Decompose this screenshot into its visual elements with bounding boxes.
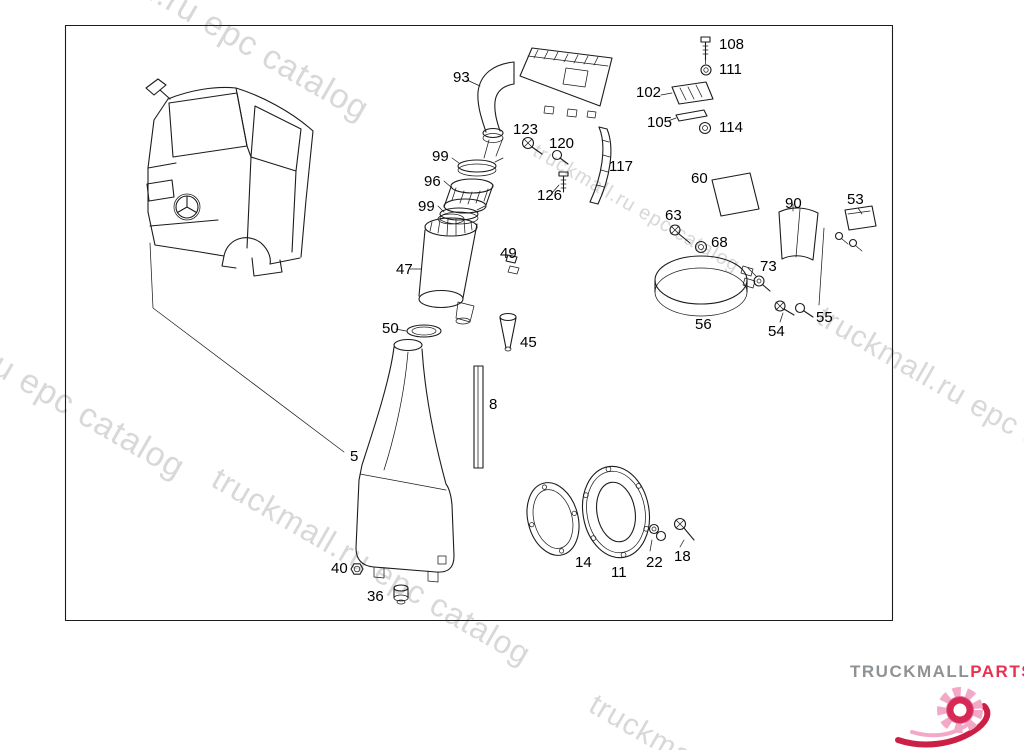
- part-45-cone-valve: [499, 312, 517, 352]
- part-number-label: 108: [719, 36, 745, 53]
- part-18-screw: [673, 517, 695, 548]
- part-number-label: 45: [520, 334, 537, 351]
- part-number-label: 114: [719, 119, 743, 136]
- part-number-label: 96: [424, 173, 441, 190]
- truckmall-parts-logo: TRUCKMALLPARTS: [850, 662, 1024, 748]
- part-number-label: 40: [331, 560, 348, 577]
- part-55-screw: [794, 302, 814, 318]
- part-number-label: 22: [646, 554, 663, 571]
- part-number-label: 11: [611, 564, 627, 581]
- part-120-screw: [551, 149, 569, 165]
- part-36-drain-plug: [393, 584, 409, 605]
- logo-text-parts: PARTS: [970, 662, 1024, 681]
- part-number-label: 54: [768, 323, 785, 340]
- part-number-label: 93: [453, 69, 470, 86]
- part-number-label: 49: [500, 245, 517, 262]
- part-number-label: 90: [785, 195, 802, 212]
- part-number-label: 47: [396, 261, 413, 278]
- part-number-label: 99: [418, 198, 435, 215]
- part-47-filter-canister: [409, 213, 478, 325]
- part-number-label: 111: [719, 61, 742, 78]
- part-99-clamp-upper: [451, 157, 504, 177]
- part-11-flanged-ring: [581, 465, 651, 559]
- part-68-nut: [694, 240, 708, 254]
- part-number-label: 68: [711, 234, 728, 251]
- logo-text-truckmall: TRUCKMALL: [850, 662, 971, 681]
- part-50-seal-ring: [395, 324, 442, 338]
- part-number-label: 73: [760, 258, 777, 275]
- part-63-screw: [669, 224, 691, 244]
- part-number-label: 18: [674, 548, 691, 565]
- part-49-clip: [505, 254, 520, 275]
- part-40-nut: [350, 563, 364, 575]
- part-number-label: 14: [575, 554, 592, 571]
- part-108-screw: [700, 36, 711, 65]
- part-number-label: 50: [382, 320, 399, 337]
- part-14-gasket: [526, 482, 580, 556]
- part-number-label: 55: [816, 309, 833, 326]
- part-number-label: 53: [847, 191, 864, 208]
- part-111-washer: [700, 64, 712, 76]
- part-number-label: 117: [609, 158, 633, 175]
- air-cleaner-housing: [519, 47, 613, 119]
- part-60-panel: [711, 172, 760, 217]
- part-99-clamp-lower: [437, 205, 486, 225]
- diagram-border: [64, 24, 894, 622]
- part-123-screw: [521, 136, 543, 155]
- part-number-label: 120: [549, 135, 575, 152]
- part-56-clamp-band: [654, 255, 757, 317]
- truck-cab-illustration: [145, 78, 314, 277]
- leader-line-part-5: [149, 242, 345, 453]
- part-number-label: 60: [691, 170, 708, 187]
- part-105-strip: [667, 109, 708, 122]
- part-5-air-intake-duct: [355, 338, 455, 583]
- logo-text: TRUCKMALLPARTS: [850, 662, 1024, 682]
- part-number-label: 56: [695, 316, 712, 333]
- part-number-label: 123: [513, 121, 539, 138]
- part-114-nut: [698, 121, 712, 135]
- part-22-washers: [648, 523, 667, 552]
- part-96-hose: [443, 178, 494, 214]
- part-number-label: 5: [350, 448, 359, 465]
- part-54-screw: [774, 300, 795, 323]
- part-102-plate: [660, 81, 714, 105]
- part-number-label: 105: [647, 114, 673, 131]
- part-126-stud: [551, 171, 569, 194]
- part-93-intake-elbow: [466, 61, 515, 159]
- part-53-plate: [818, 205, 877, 306]
- part-number-label: 63: [665, 207, 682, 224]
- part-8-strip: [473, 365, 484, 469]
- part-number-label: 126: [537, 187, 563, 204]
- part-number-label: 102: [636, 84, 662, 101]
- gear-swoosh-icon: [895, 687, 991, 748]
- part-number-label: 99: [432, 148, 449, 165]
- part-number-label: 36: [367, 588, 384, 605]
- part-number-label: 8: [489, 396, 498, 413]
- part-117-bracket: [589, 126, 612, 205]
- part-90-bracket: [778, 203, 819, 261]
- part-73-bolt: [753, 275, 771, 292]
